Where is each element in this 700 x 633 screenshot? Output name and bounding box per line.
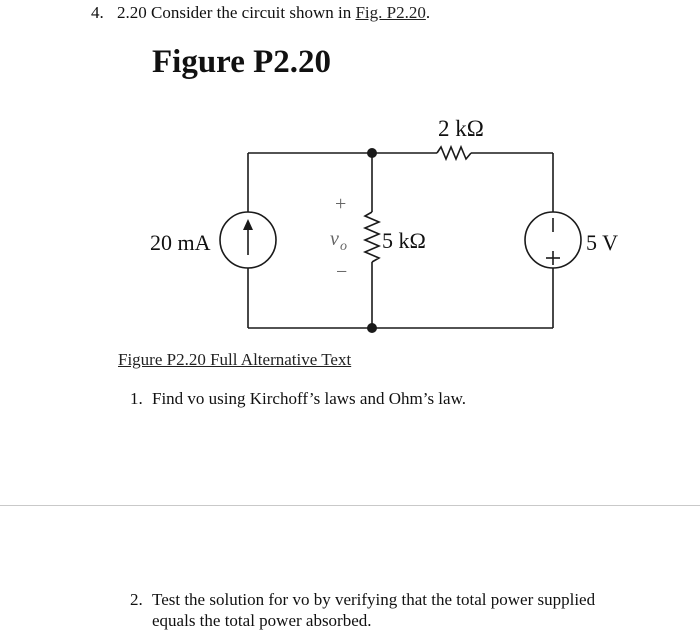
question-text: 2.20 Consider the circuit shown in [117, 3, 352, 22]
figure-link[interactable]: Fig. P2.20 [355, 3, 426, 22]
question-4: 4. 2.20 Consider the circuit shown in Fig… [91, 3, 430, 23]
voltage-source [524, 211, 582, 269]
node-bottom [367, 323, 377, 333]
item-text-line2: equals the total power absorbed. [152, 611, 372, 630]
arrow-head-icon [243, 219, 253, 230]
vo-plus: + [335, 193, 346, 215]
resistor-5k [362, 211, 382, 263]
item-number: 1. [130, 389, 143, 408]
figure-title: Figure P2.20 [152, 44, 332, 80]
label-2k: 2 kΩ [438, 116, 484, 141]
vo-minus: − [336, 261, 347, 283]
item-text-line1: Test the solution for vo by verifying th… [152, 590, 596, 609]
current-source [219, 211, 277, 269]
question-number: 4. [91, 3, 104, 22]
node-top [367, 148, 377, 158]
alt-text-link[interactable]: Figure P2.20 Full Alternative Text [118, 350, 352, 369]
label-5V: 5 V [586, 230, 618, 255]
divider [0, 505, 700, 506]
resistor-2k [436, 144, 472, 162]
circuit-diagram: 2 kΩ 20 mA 5 kΩ 5 V + v o − [150, 116, 618, 333]
vo-label: v [330, 228, 339, 250]
list-item-1: 1. Find vo using Kirchoff’s laws and Ohm’… [130, 389, 466, 409]
vo-subscript: o [340, 239, 347, 254]
item-number: 2. [130, 590, 143, 609]
label-5k: 5 kΩ [382, 228, 426, 253]
label-20mA: 20 mA [150, 230, 211, 255]
item-text: Find vo using Kirchoff’s laws and Ohm’s … [152, 389, 467, 408]
question-trail: . [425, 3, 431, 22]
list-item-2: 2. Test the solution for vo by verifying … [130, 589, 595, 631]
